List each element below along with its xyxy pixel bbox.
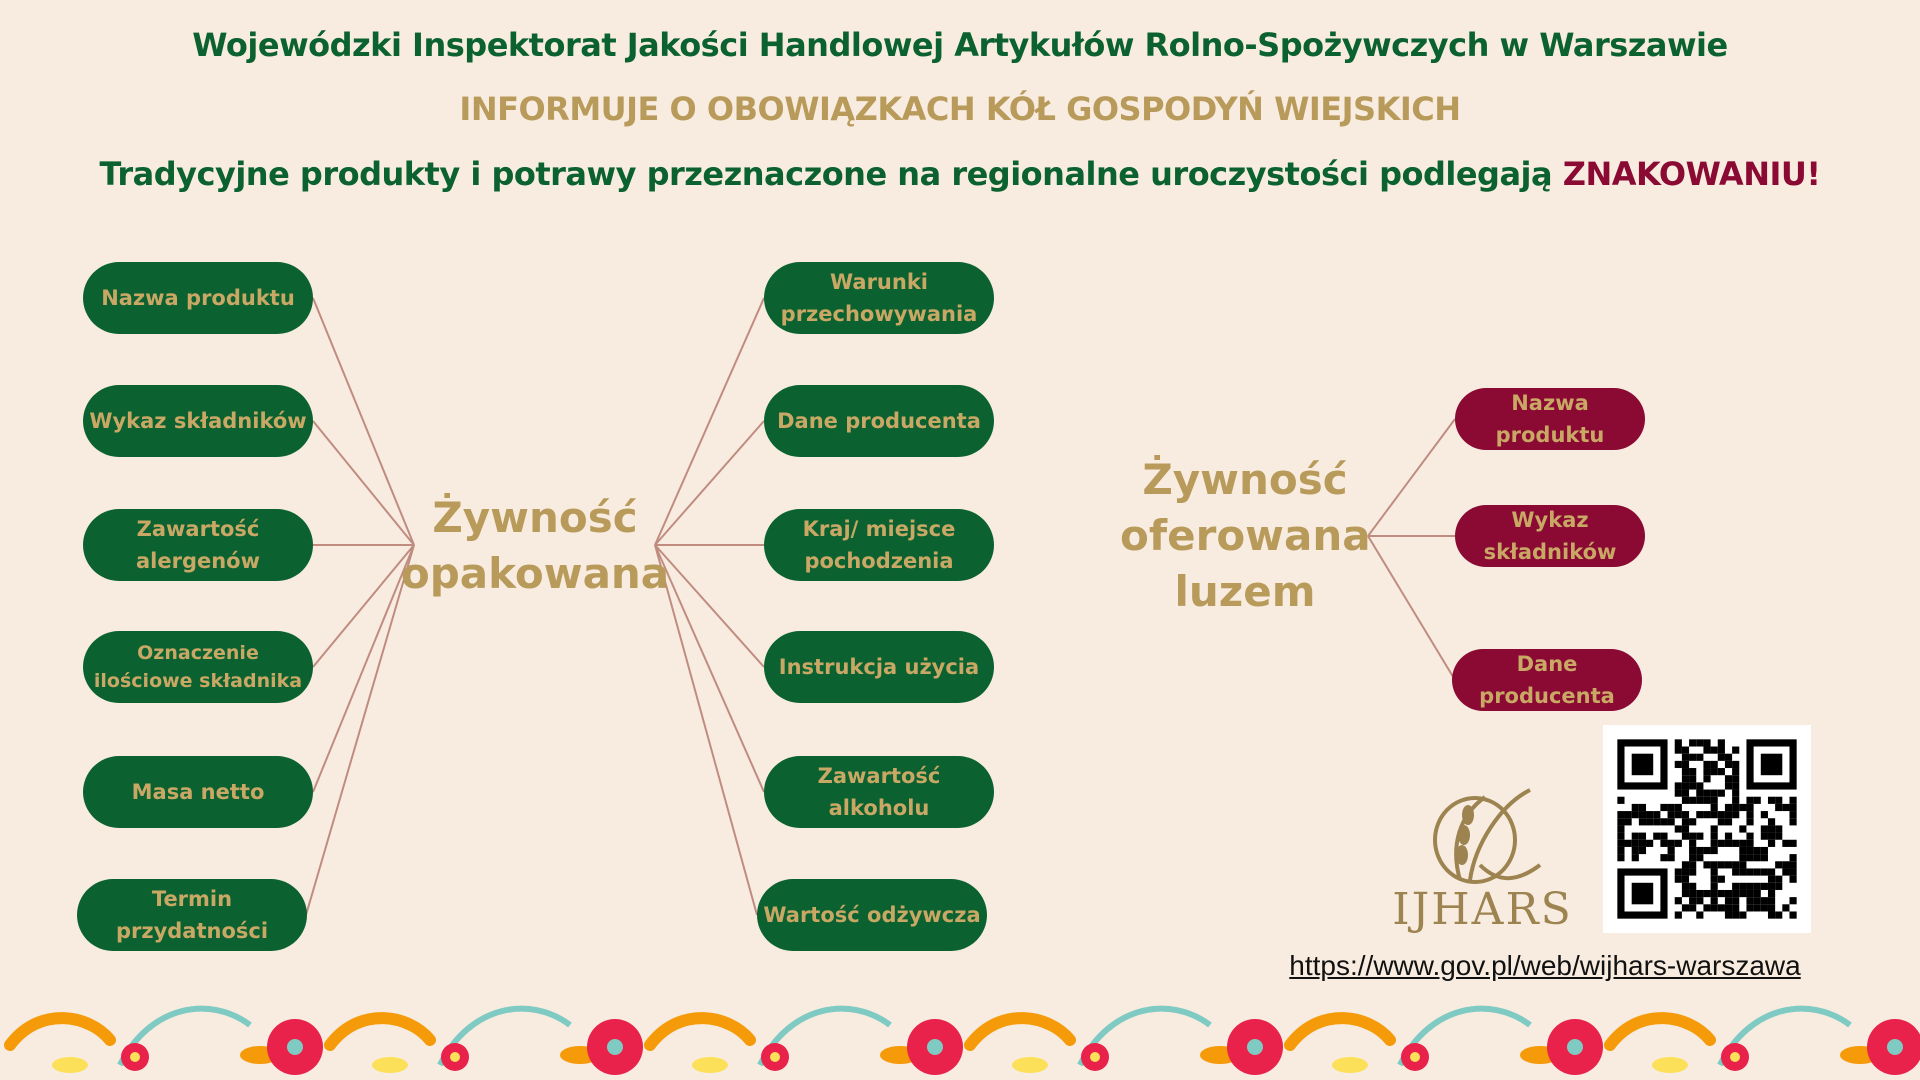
loose-food-title: Żywność oferowana luzem: [1120, 455, 1371, 616]
label-net-mass: Masa netto: [83, 756, 313, 828]
label-allergens: Zawartość alergenów: [83, 509, 313, 581]
label-alcohol: Zawartość alkoholu: [764, 756, 994, 828]
label-nutrition: Wartość odżywcza: [757, 879, 987, 951]
logo-text: IJHARS: [1392, 884, 1573, 935]
label-producer: Dane producenta: [764, 385, 994, 457]
notice-text: Tradycyjne produkty i potrawy przeznaczo…: [99, 155, 1563, 193]
label-storage: Warunki przechowywania: [764, 262, 994, 334]
floral-border-decoration: [4, 1005, 1920, 1075]
label-product-name: Nazwa produktu: [83, 262, 313, 334]
notice-highlight: ZNAKOWANIU!: [1562, 155, 1821, 193]
page-subtitle: INFORMUJE O OBOWIĄZKACH KÓŁ GOSPODYŃ WIE…: [459, 90, 1461, 128]
page-title: Wojewódzki Inspektorat Jakości Handlowej…: [192, 26, 1728, 64]
label-origin: Kraj/ miejsce pochodzenia: [764, 509, 994, 581]
loose-label-producer: Dane producenta: [1452, 649, 1642, 711]
notice: Tradycyjne produkty i potrawy przeznaczo…: [0, 155, 1920, 193]
loose-label-product-name: Nazwa produktu: [1455, 388, 1645, 450]
qr-code[interactable]: [1603, 725, 1811, 933]
label-quantity: Oznaczenie ilościowe składnika: [83, 631, 313, 703]
label-expiry: Termin przydatności: [77, 879, 307, 951]
label-ingredients: Wykaz składników: [83, 385, 313, 457]
website-link[interactable]: https://www.gov.pl/web/wijhars-warszawa: [1289, 950, 1801, 981]
loose-label-ingredients: Wykaz składników: [1455, 505, 1645, 567]
wheat-icon: [1433, 788, 1542, 884]
ijhars-logo: IJHARS: [1390, 785, 1575, 935]
packaged-food-title: Żywność opakowana: [400, 493, 670, 598]
label-usage: Instrukcja użycia: [764, 631, 994, 703]
